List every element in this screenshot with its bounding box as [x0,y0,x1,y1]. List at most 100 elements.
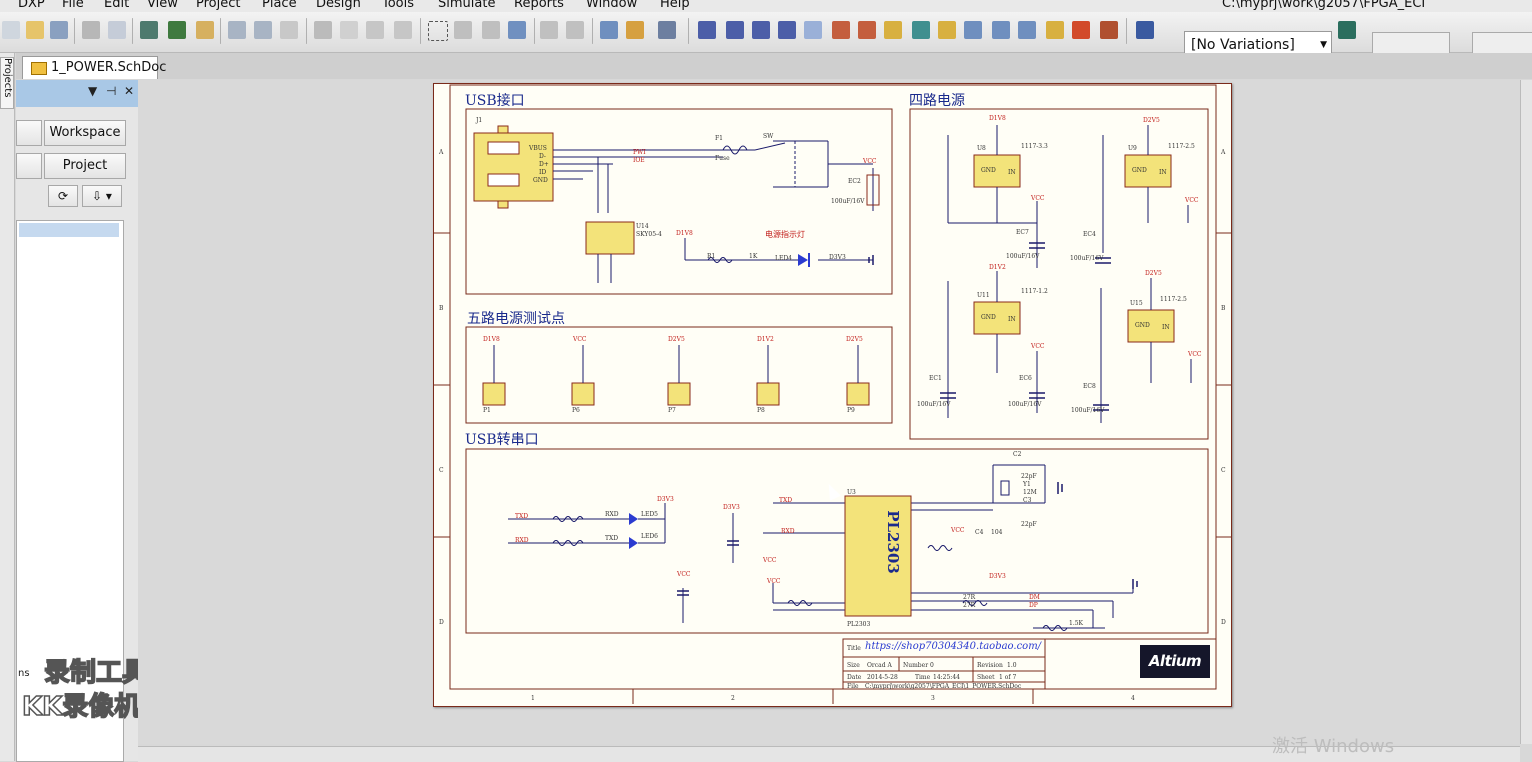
print-preview-icon[interactable] [108,21,126,39]
new-icon[interactable] [2,21,20,39]
r-pullup-value: 1.5K [1069,620,1084,627]
refresh-icon[interactable]: ⟳ [48,185,78,207]
tp5-net: D2V5 [846,336,863,343]
zoom-area-icon[interactable] [254,21,272,39]
watermark-line1: 录制工具 [43,657,149,689]
net-dp: DP [1029,602,1038,609]
compile-icon[interactable] [626,21,644,39]
close-icon[interactable]: ✕ [124,84,135,98]
vertical-scrollbar[interactable] [1520,80,1532,744]
tab-power-schdoc[interactable]: 1_POWER.SchDoc [22,56,166,79]
redo-icon[interactable] [566,21,584,39]
browse-icon[interactable] [658,21,676,39]
gnd-port-icon[interactable] [832,21,850,39]
pin-id: ID [539,169,547,176]
net-label-icon[interactable] [804,21,822,39]
device-sheet-icon[interactable] [964,21,982,39]
border-row-c-right: C [1221,467,1226,474]
harness-icon[interactable] [1018,21,1036,39]
undo-icon[interactable] [540,21,558,39]
border-row-c: C [439,467,444,474]
wire-icon[interactable] [698,21,716,39]
open-icon[interactable] [26,21,44,39]
menu-simulate[interactable]: Simulate [438,0,496,11]
section-title-five-test: 五路电源测试点 [467,311,565,327]
c2-value: 22pF [1021,473,1037,480]
ref-u9: U9 [1128,145,1137,152]
deselect-icon[interactable] [482,21,500,39]
workspace-button[interactable]: Workspace [44,120,126,146]
sheet-entry-icon[interactable] [938,21,956,39]
vcc-port-icon[interactable] [858,21,876,39]
menu-design[interactable]: Design [316,0,361,11]
menu-tools[interactable]: Tools [382,0,415,11]
no-erc-icon[interactable] [1072,21,1090,39]
r-dm-value: 27R [963,594,976,601]
ref-sw: SW [763,133,774,140]
schematic-sheet[interactable]: USB接口 四路电源 五路电源测试点 USB转串口 J1 VBUS D- D+ … [433,83,1232,707]
workspace-combo[interactable] [16,120,42,146]
board-icon[interactable] [168,21,186,39]
u15-part: 1117-2.5 [1160,296,1187,303]
directive-icon[interactable] [1046,21,1064,39]
ref-c4: C4 [975,529,984,536]
ref-led4: LED4 [775,255,792,262]
menu-place[interactable]: Place [262,0,297,11]
pin-dminus: D- [539,153,546,160]
pen-icon[interactable] [1136,21,1154,39]
sheet-symbol-icon[interactable] [912,21,930,39]
zoom-selected-icon[interactable] [280,21,298,39]
projects-side-tab[interactable]: Projects [0,57,14,109]
ec6-value: 100uF/16V [1008,401,1042,408]
project-combo[interactable] [16,153,42,179]
clear-filter-icon[interactable] [508,21,526,39]
cut-icon[interactable] [314,21,332,39]
menu-edit[interactable]: Edit [104,0,130,11]
border-row-d: D [439,619,444,626]
select-area-icon[interactable] [428,21,448,41]
variations-dropdown[interactable]: [No Variations]▼ [1184,31,1332,57]
menu-bar: DXP File Edit View Project Place Design … [0,0,1532,12]
hierarchy-icon[interactable] [600,21,618,39]
variants-icon[interactable] [1338,21,1356,39]
menu-help[interactable]: Help [660,0,690,11]
folder-icon[interactable] [196,21,214,39]
copy-icon[interactable] [340,21,358,39]
ref-led5: LED5 [641,511,658,518]
menu-file[interactable]: File [62,0,84,11]
rubber-stamp-icon[interactable] [394,21,412,39]
project-button[interactable]: Project [44,153,126,179]
move-icon[interactable] [454,21,472,39]
altium-logo: Altium [1140,645,1210,678]
menu-reports[interactable]: Reports [514,0,564,11]
net-label-entry-icon[interactable] [778,21,796,39]
tree-selected-item[interactable] [19,223,119,237]
place-part-icon[interactable] [884,21,902,39]
bus-entry-icon[interactable] [752,21,770,39]
panel-menu-icon[interactable]: ▼ [88,84,98,98]
document-tab-bar: 1_POWER.SchDoc [16,53,1532,79]
ref-ec1: EC1 [929,375,942,382]
ec8-value: 100uF/16V [1071,407,1105,414]
menu-window[interactable]: Window [586,0,638,11]
schematic-drawing [433,83,1232,707]
bus-icon[interactable] [726,21,744,39]
component-icon[interactable] [140,21,158,39]
save-icon[interactable] [50,21,68,39]
menu-project[interactable]: Project [196,0,241,11]
probe-icon[interactable] [1100,21,1118,39]
pin-icon[interactable]: ⊣ [106,84,117,98]
net-vcc-u8: VCC [1031,195,1045,202]
print-icon[interactable] [82,21,100,39]
port-icon[interactable] [992,21,1010,39]
paste-icon[interactable] [366,21,384,39]
zoom-fit-icon[interactable] [228,21,246,39]
menu-dxp[interactable]: DXP [18,0,45,11]
net-vcc-u9: VCC [1185,197,1199,204]
menu-view[interactable]: View [147,0,178,11]
horizontal-scrollbar[interactable] [138,746,1520,762]
u9-part: 1117-2.5 [1168,143,1195,150]
u11-part: 1117-1.2 [1021,288,1048,295]
project-tree[interactable] [16,220,124,762]
structure-icon[interactable]: ⇩ ▾ [82,185,122,207]
